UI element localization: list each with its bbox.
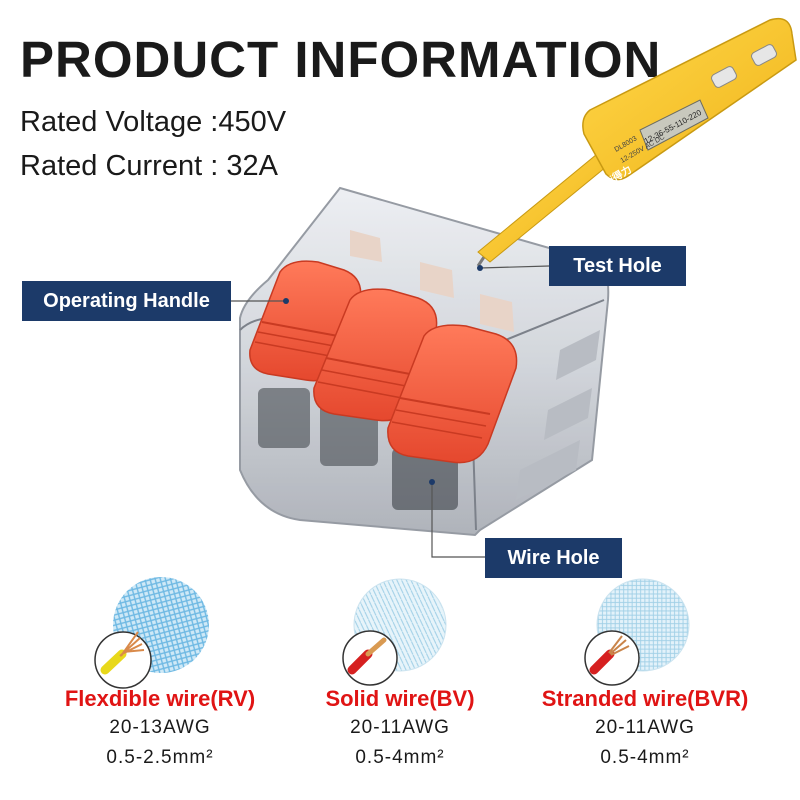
leader-lines — [231, 265, 550, 558]
wire-type-name: Solid wire(BV) — [325, 686, 475, 711]
flexible-wire-sample — [94, 577, 209, 689]
wire-awg-range: 20-13AWG — [109, 717, 211, 738]
wire-hole — [258, 388, 310, 448]
wire-type-name: Flexdible wire(RV) — [64, 686, 256, 711]
wire-hole-callout: Wire Hole — [485, 538, 622, 578]
solid-wire-sample — [342, 578, 447, 686]
page-title: PRODUCT INFORMATION — [20, 31, 662, 88]
operating-handle-callout: Operating Handle — [22, 281, 231, 321]
lever-3 — [387, 324, 518, 464]
stranded-wire-sample — [584, 578, 690, 686]
rated-voltage: Rated Voltage :450V — [20, 106, 287, 138]
wire-awg-range: 20-11AWG — [595, 717, 695, 738]
rated-current: Rated Current : 32A — [20, 150, 278, 182]
wire-awg-range: 20-11AWG — [350, 717, 450, 738]
test-hole-callout: Test Hole — [549, 246, 686, 286]
wire-area-range: 0.5-4mm² — [600, 747, 690, 768]
wire-area-range: 0.5-2.5mm² — [106, 747, 214, 768]
wire-hole — [392, 448, 458, 510]
wire-type-name: Stranded wire(BVR) — [541, 686, 749, 711]
voltage-tester-pen — [476, 17, 797, 267]
wire-area-range: 0.5-4mm² — [355, 747, 445, 768]
